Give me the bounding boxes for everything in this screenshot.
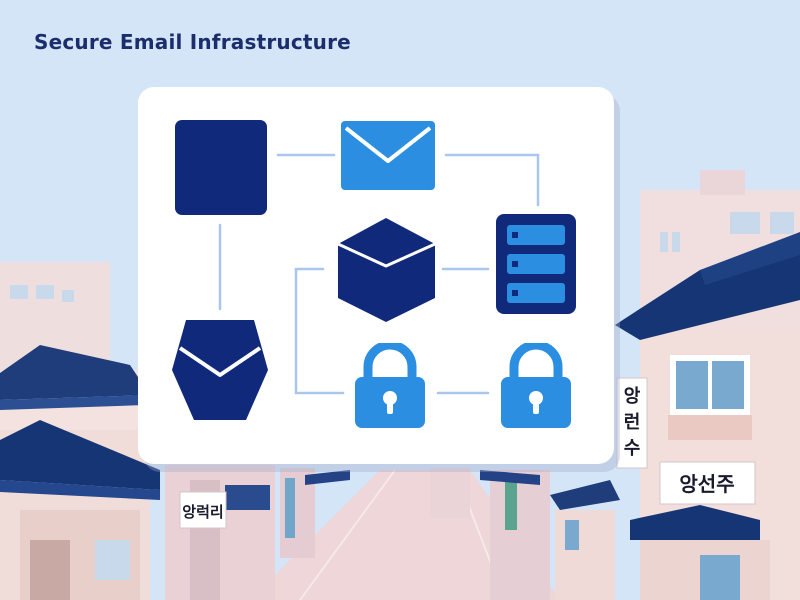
square-block-icon — [175, 120, 267, 215]
right-houses: 앙 런 수 앙선주 — [550, 232, 800, 600]
box-icon — [338, 218, 435, 322]
vertical-sign-mid: 런 — [624, 412, 641, 433]
connector-lines — [218, 153, 540, 395]
page-title: Secure Email Infrastructure — [34, 30, 351, 54]
diagram-card — [138, 87, 614, 464]
server-icon — [496, 214, 576, 314]
padlock-icon — [498, 343, 574, 428]
vertical-sign-top: 앙 — [624, 386, 641, 407]
vertical-sign-bottom: 수 — [624, 438, 641, 459]
alley — [165, 465, 560, 600]
envelope-icon — [341, 121, 435, 190]
inbox-tray-icon — [172, 320, 268, 420]
right-shop-sign: 앙선주 — [679, 472, 734, 496]
left-shop-sign: 앙럭리 — [182, 503, 223, 521]
left-houses: 앙럭리 — [0, 345, 227, 600]
padlock-icon — [352, 343, 428, 428]
